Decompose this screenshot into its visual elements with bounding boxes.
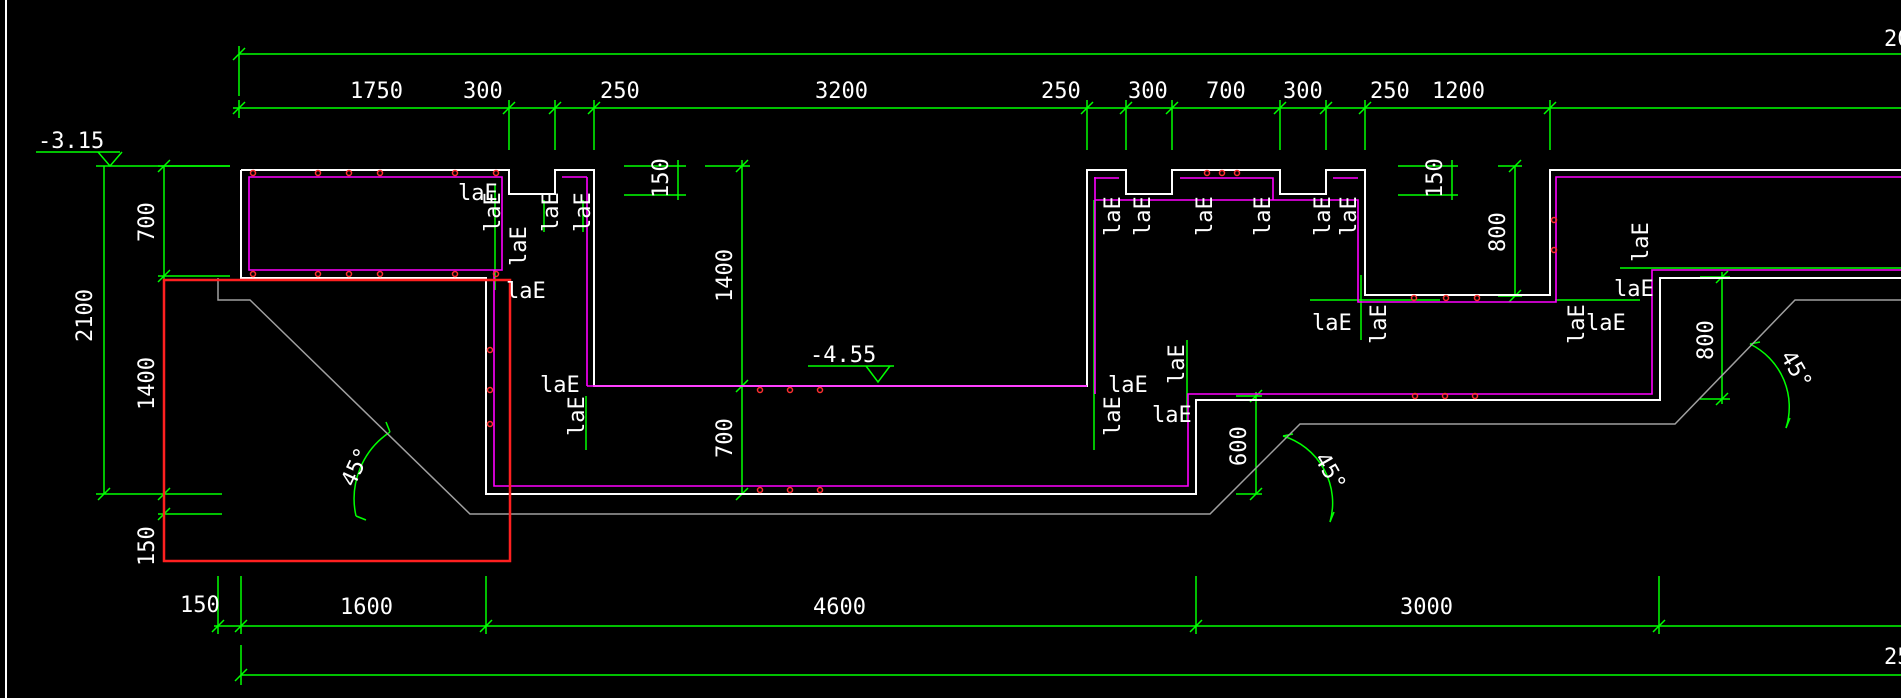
- dim-top-overall: 20: [1884, 27, 1901, 52]
- lae-label: laE: [458, 181, 498, 206]
- dimension-lines: [36, 46, 1901, 685]
- lae-label: laE: [1614, 277, 1654, 302]
- lae-label: laE: [507, 226, 532, 266]
- lae-label: laE: [1251, 196, 1276, 236]
- dim-bottom-3000: 3000: [1400, 595, 1453, 620]
- dim-top-300a: 300: [463, 79, 503, 104]
- dim-step-600: 600: [1227, 426, 1252, 466]
- dim-far-right-800: 800: [1694, 320, 1719, 360]
- lae-label: laE: [565, 396, 590, 436]
- lae-label: laE: [1165, 344, 1190, 384]
- dim-top-3200: 3200: [815, 79, 868, 104]
- dim-top-250c: 250: [1370, 79, 1410, 104]
- level-bottom: -4.55: [810, 343, 876, 368]
- dim-left-150: 150: [135, 526, 160, 566]
- dim-top-700: 700: [1206, 79, 1246, 104]
- rebar-lines: [248, 176, 1901, 487]
- dim-top-300b: 300: [1128, 79, 1168, 104]
- lae-label: laE: [571, 192, 596, 232]
- dim-left-1400: 1400: [135, 357, 160, 410]
- dim-top-1750: 1750: [350, 79, 403, 104]
- lae-label: laE: [1337, 196, 1362, 236]
- dim-top-300c: 300: [1283, 79, 1323, 104]
- lae-label: laE: [1312, 311, 1352, 336]
- selection-box[interactable]: [162, 278, 512, 563]
- lae-label: laE: [1131, 196, 1156, 236]
- dim-bottom-150: 150: [180, 593, 220, 618]
- lae-label: laE: [1367, 304, 1392, 344]
- lae-label: laE: [506, 279, 546, 304]
- lae-label: laE: [1565, 304, 1590, 344]
- lae-label: laE: [1108, 373, 1148, 398]
- level-top: -3.15: [38, 129, 104, 154]
- dim-top-250b: 250: [1041, 79, 1081, 104]
- lae-label: laE: [1311, 196, 1336, 236]
- dim-bottom-4600: 4600: [813, 595, 866, 620]
- lae-label: laE: [1629, 222, 1654, 262]
- lae-label: laE: [1152, 403, 1192, 428]
- excavation-lines: [217, 278, 1901, 515]
- lae-label: laE: [1101, 196, 1126, 236]
- dim-bottom-overall: 25: [1884, 645, 1901, 670]
- lae-label: laE: [539, 192, 564, 232]
- lae-label: laE: [540, 373, 580, 398]
- dim-top-1200: 1200: [1432, 79, 1485, 104]
- dim-notch-150: 150: [649, 158, 674, 198]
- dim-right-800: 800: [1486, 212, 1511, 252]
- dim-left-700: 700: [135, 202, 160, 242]
- dim-bottom-1600: 1600: [340, 595, 393, 620]
- wall-outline: [240, 169, 1901, 495]
- dim-left-2100: 2100: [73, 289, 98, 342]
- lae-label: laE: [1101, 396, 1126, 436]
- dim-top-250a: 250: [600, 79, 640, 104]
- dim-notch-right-150: 150: [1423, 158, 1448, 198]
- lae-label: laE: [1586, 311, 1626, 336]
- lae-label: laE: [1193, 196, 1218, 236]
- dim-mid-1400: 1400: [713, 249, 738, 302]
- dim-low-700: 700: [713, 418, 738, 458]
- rebar-points: [249, 169, 1558, 494]
- lae-label: laE: [481, 192, 506, 232]
